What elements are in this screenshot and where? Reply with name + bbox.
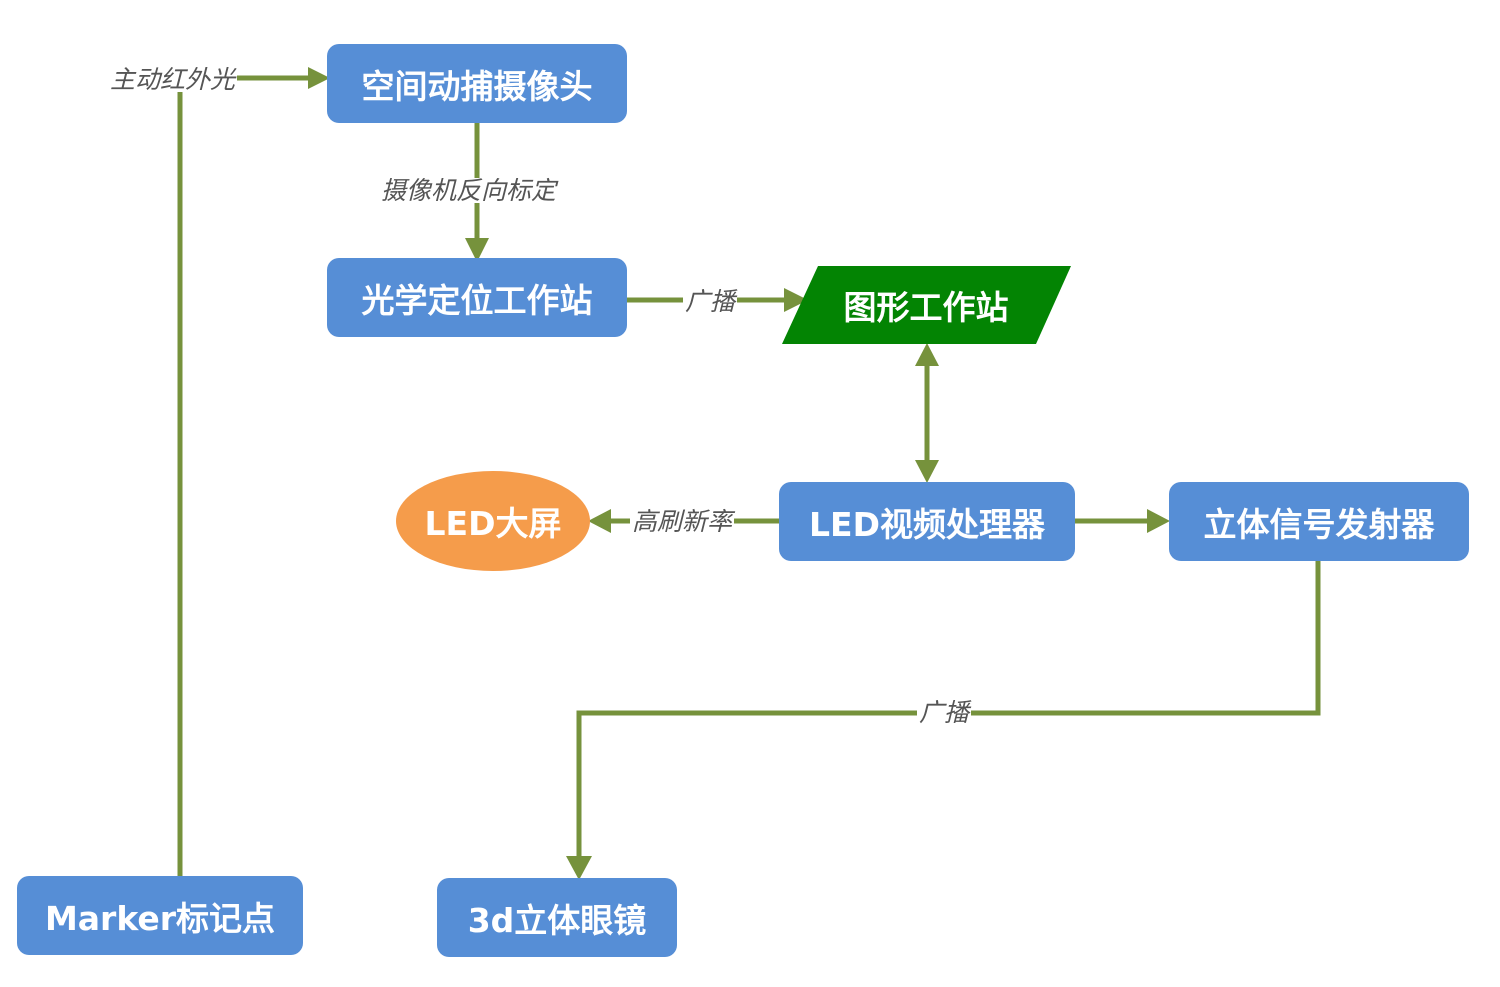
node-3d-glasses-label: 3d立体眼镜 bbox=[467, 900, 647, 940]
label-broadcast-2: 广播 bbox=[917, 698, 972, 727]
node-optical-workstation-label: 光学定位工作站 bbox=[361, 280, 593, 320]
graphics-workstation-shape bbox=[782, 266, 1071, 344]
arrowhead-to-graphics bbox=[784, 288, 808, 312]
node-stereo-emitter: 立体信号发射器 bbox=[1169, 482, 1469, 561]
arrowhead-to-emitter bbox=[1147, 509, 1170, 533]
arrowhead-to-glasses bbox=[566, 856, 592, 880]
arrowhead-to-camera bbox=[308, 67, 330, 89]
label-high-refresh: 高刷新率 bbox=[630, 507, 735, 536]
node-led-processor: LED视频处理器 bbox=[779, 482, 1075, 561]
node-optical-workstation: 光学定位工作站 bbox=[327, 258, 627, 337]
arrow-heads bbox=[308, 67, 1170, 880]
node-camera-label: 空间动捕摄像头 bbox=[361, 66, 593, 106]
node-graphics-workstation-label: 图形工作站 bbox=[843, 288, 1009, 327]
connector-lines bbox=[177, 75, 1321, 876]
label-broadcast-1: 广播 bbox=[683, 287, 738, 316]
arrowhead-to-graphics-up bbox=[915, 343, 939, 366]
label-calibration: 摄像机反向标定 bbox=[379, 176, 559, 205]
node-3d-glasses: 3d立体眼镜 bbox=[437, 878, 677, 957]
label-infrared: 主动红外光 bbox=[108, 65, 238, 94]
node-graphics-workstation: 图形工作站 bbox=[800, 266, 1052, 344]
arrowhead-to-processor bbox=[915, 460, 939, 483]
edge-marker-to-camera bbox=[177, 75, 310, 876]
arrowhead-to-screen bbox=[588, 509, 611, 533]
arrowhead-to-optical bbox=[465, 238, 489, 262]
node-led-screen: LED大屏 bbox=[396, 471, 590, 571]
node-led-processor-label: LED视频处理器 bbox=[809, 504, 1045, 544]
node-marker-label: Marker标记点 bbox=[44, 898, 276, 938]
node-camera: 空间动捕摄像头 bbox=[327, 44, 627, 123]
node-stereo-emitter-label: 立体信号发射器 bbox=[1203, 504, 1435, 544]
node-marker: Marker标记点 bbox=[17, 876, 303, 955]
node-led-screen-label: LED大屏 bbox=[424, 504, 562, 543]
